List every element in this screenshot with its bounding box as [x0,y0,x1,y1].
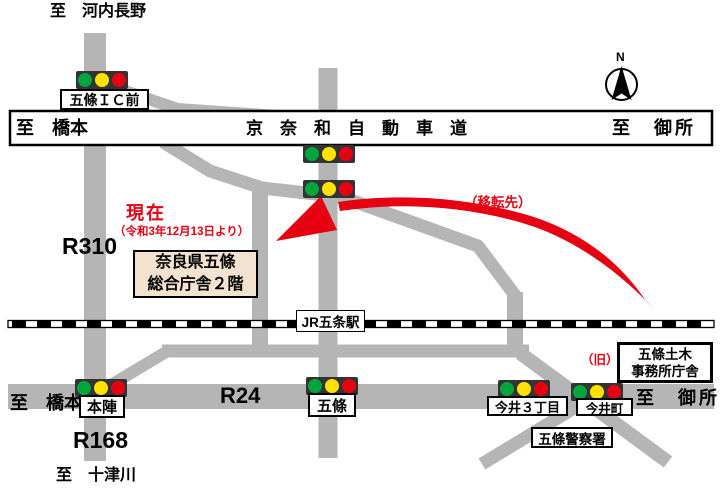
signal-plate-honjin: 本陣 [79,395,125,418]
red-light-icon [339,147,353,161]
red-light-icon [112,73,126,87]
old-office-line1: 五條土木 [638,346,692,362]
expressway-name: 京奈和自動車道 [246,119,484,138]
route-label-r310: R310 [62,233,117,259]
expressway-dest-right: 至 御所 [612,118,696,138]
traffic-signal-honjin [75,379,127,397]
green-light-icon [308,379,322,393]
yellow-light-icon [325,379,339,393]
green-light-icon [78,73,92,87]
yellow-light-icon [94,381,108,395]
signal-plate-gojo-ic: 五條ＩＣ前 [60,89,149,110]
road-offramp-diagonal [159,136,523,302]
yellow-light-icon [590,385,604,399]
yellow-light-icon [95,73,109,87]
green-light-icon [573,385,587,399]
red-light-icon [534,382,548,396]
signal-plate-imai-3chome: 今井３丁目 [487,396,568,416]
red-light-icon [342,379,356,393]
green-light-icon [77,381,91,395]
signal-plate-gojo: 五條 [308,393,356,417]
new-office-line2: 総合庁舎２階 [147,276,244,293]
route-label-r168: R168 [73,427,128,453]
relocation-arrow-body [338,197,656,311]
green-light-icon [500,382,514,396]
police-station-label: 五條警察署 [531,427,613,448]
red-light-icon [339,182,353,196]
signal-plate-imai-cho: 今井町 [576,398,633,416]
compass-north-label: N [616,50,625,64]
compass-needle-icon [611,66,632,100]
annotation-old: （旧） [581,353,619,367]
traffic-signal-expressway-south-2 [303,180,355,198]
red-light-icon [607,385,621,399]
traffic-signal-imai-cho [571,383,623,401]
new-office-line1: 奈良県五條 [155,254,236,271]
expressway-band [8,109,714,147]
relocation-arrow-head-icon [276,196,337,241]
station-label: JR五条駅 [296,310,365,332]
new-office-label: 奈良県五條 総合庁舎２階 [133,250,258,298]
route-label-r24: R24 [220,383,261,408]
green-light-icon [305,147,319,161]
destination-top: 至 河内長野 [50,3,147,20]
traffic-signal-imai-3chome [498,380,550,398]
old-office-label: 五條土木 事務所庁舎 [617,342,713,383]
yellow-light-icon [517,382,531,396]
destination-bottom: 至 十津川 [56,467,137,484]
yellow-light-icon [322,147,336,161]
traffic-signal-gojo-ic [76,71,128,89]
red-light-icon [111,381,125,395]
expressway-dest-left: 至 橋本 [16,118,88,138]
traffic-signal-expressway-south-1 [303,145,355,163]
traffic-signal-gojo [306,377,358,395]
green-light-icon [305,182,319,196]
annotation-current-since: （令和3年12月13日より） [114,226,250,238]
r24-dest-right: 至 御所 [636,388,720,408]
old-office-line2: 事務所庁舎 [631,363,699,379]
yellow-light-icon [322,182,336,196]
annotation-current: 現在 [126,203,166,223]
annotation-relocation: （移転先） [464,195,532,210]
r24-dest-left: 至 橋本 [10,393,82,413]
